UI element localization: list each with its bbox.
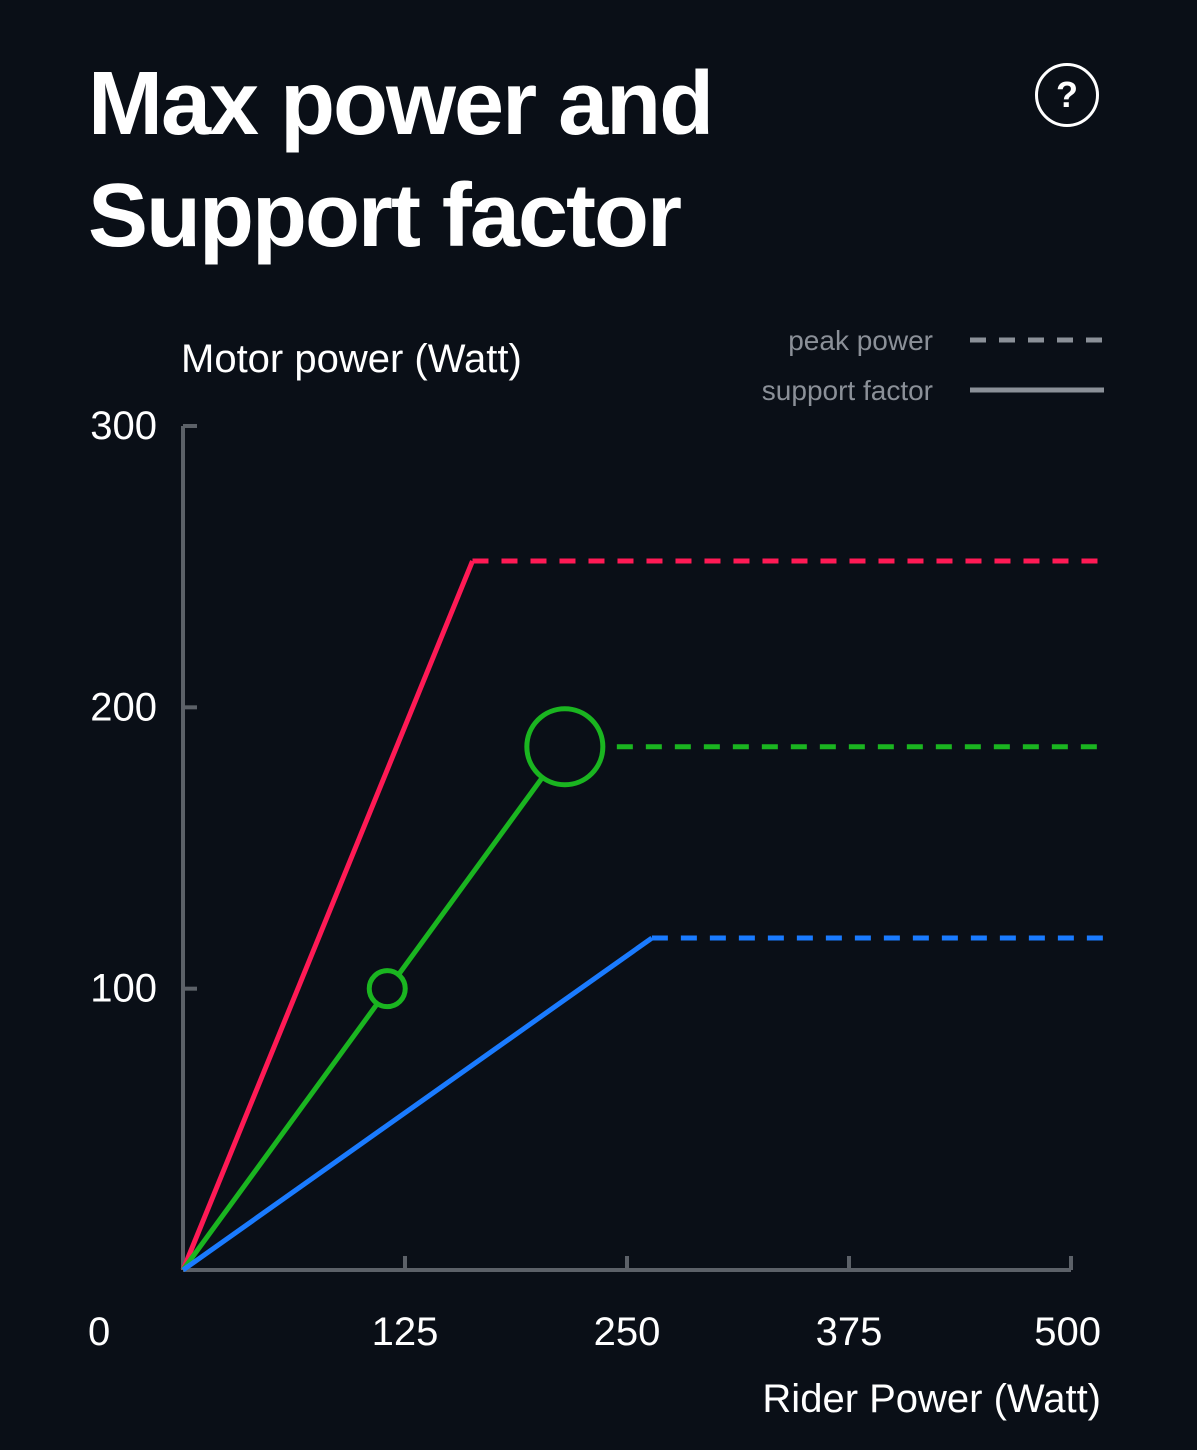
y-axis-title: Motor power (Watt) [181, 337, 522, 381]
series-1 [180, 706, 1104, 1272]
support-factor-line-1 [180, 745, 567, 1272]
x-axis-title: Rider Power (Watt) [762, 1377, 1101, 1421]
x-tick-label-0: 0 [88, 1310, 110, 1354]
help-button[interactable]: ? [1035, 63, 1099, 127]
x-tick-label-500: 500 [1034, 1310, 1101, 1354]
series-0 [180, 558, 1104, 1271]
y-tick-label-300: 300 [90, 404, 157, 448]
chart-axes [181, 424, 1073, 1272]
marker-1-0 [366, 968, 408, 1010]
support-factor-line-2 [181, 935, 654, 1273]
support-factor-line-0 [180, 560, 475, 1271]
title-line-1: Max power and [88, 54, 714, 154]
page-title: Max power and Support factor [88, 48, 848, 272]
y-tick-label-100: 100 [90, 967, 157, 1011]
y-tick-label-200: 200 [90, 685, 157, 729]
title-line-2: Support factor [88, 166, 682, 266]
x-tick-label-125: 125 [372, 1310, 439, 1354]
x-tick-label-250: 250 [594, 1310, 661, 1354]
series-2 [181, 935, 1104, 1273]
legend-label-1: support factor [762, 375, 933, 406]
chart-legend: peak power support factor [762, 325, 1104, 406]
marker-1-1 [524, 706, 606, 788]
question-mark-icon: ? [1056, 74, 1078, 115]
legend-label-0: peak power [788, 325, 933, 356]
chart-series [180, 558, 1104, 1273]
chart-labels: 100 200 300 0 125 250 375 500 Motor power (Watt)… [88, 337, 1101, 1421]
x-tick-label-375: 375 [816, 1310, 883, 1354]
